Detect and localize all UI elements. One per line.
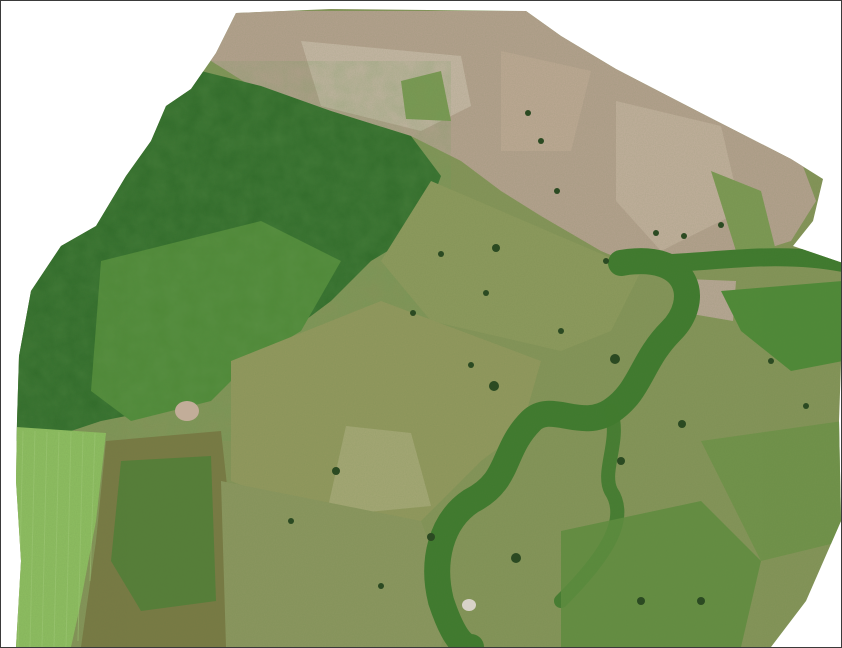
clearing-spot: [175, 401, 199, 421]
bright-spot: [462, 599, 476, 611]
scattered-trees: [288, 110, 809, 605]
